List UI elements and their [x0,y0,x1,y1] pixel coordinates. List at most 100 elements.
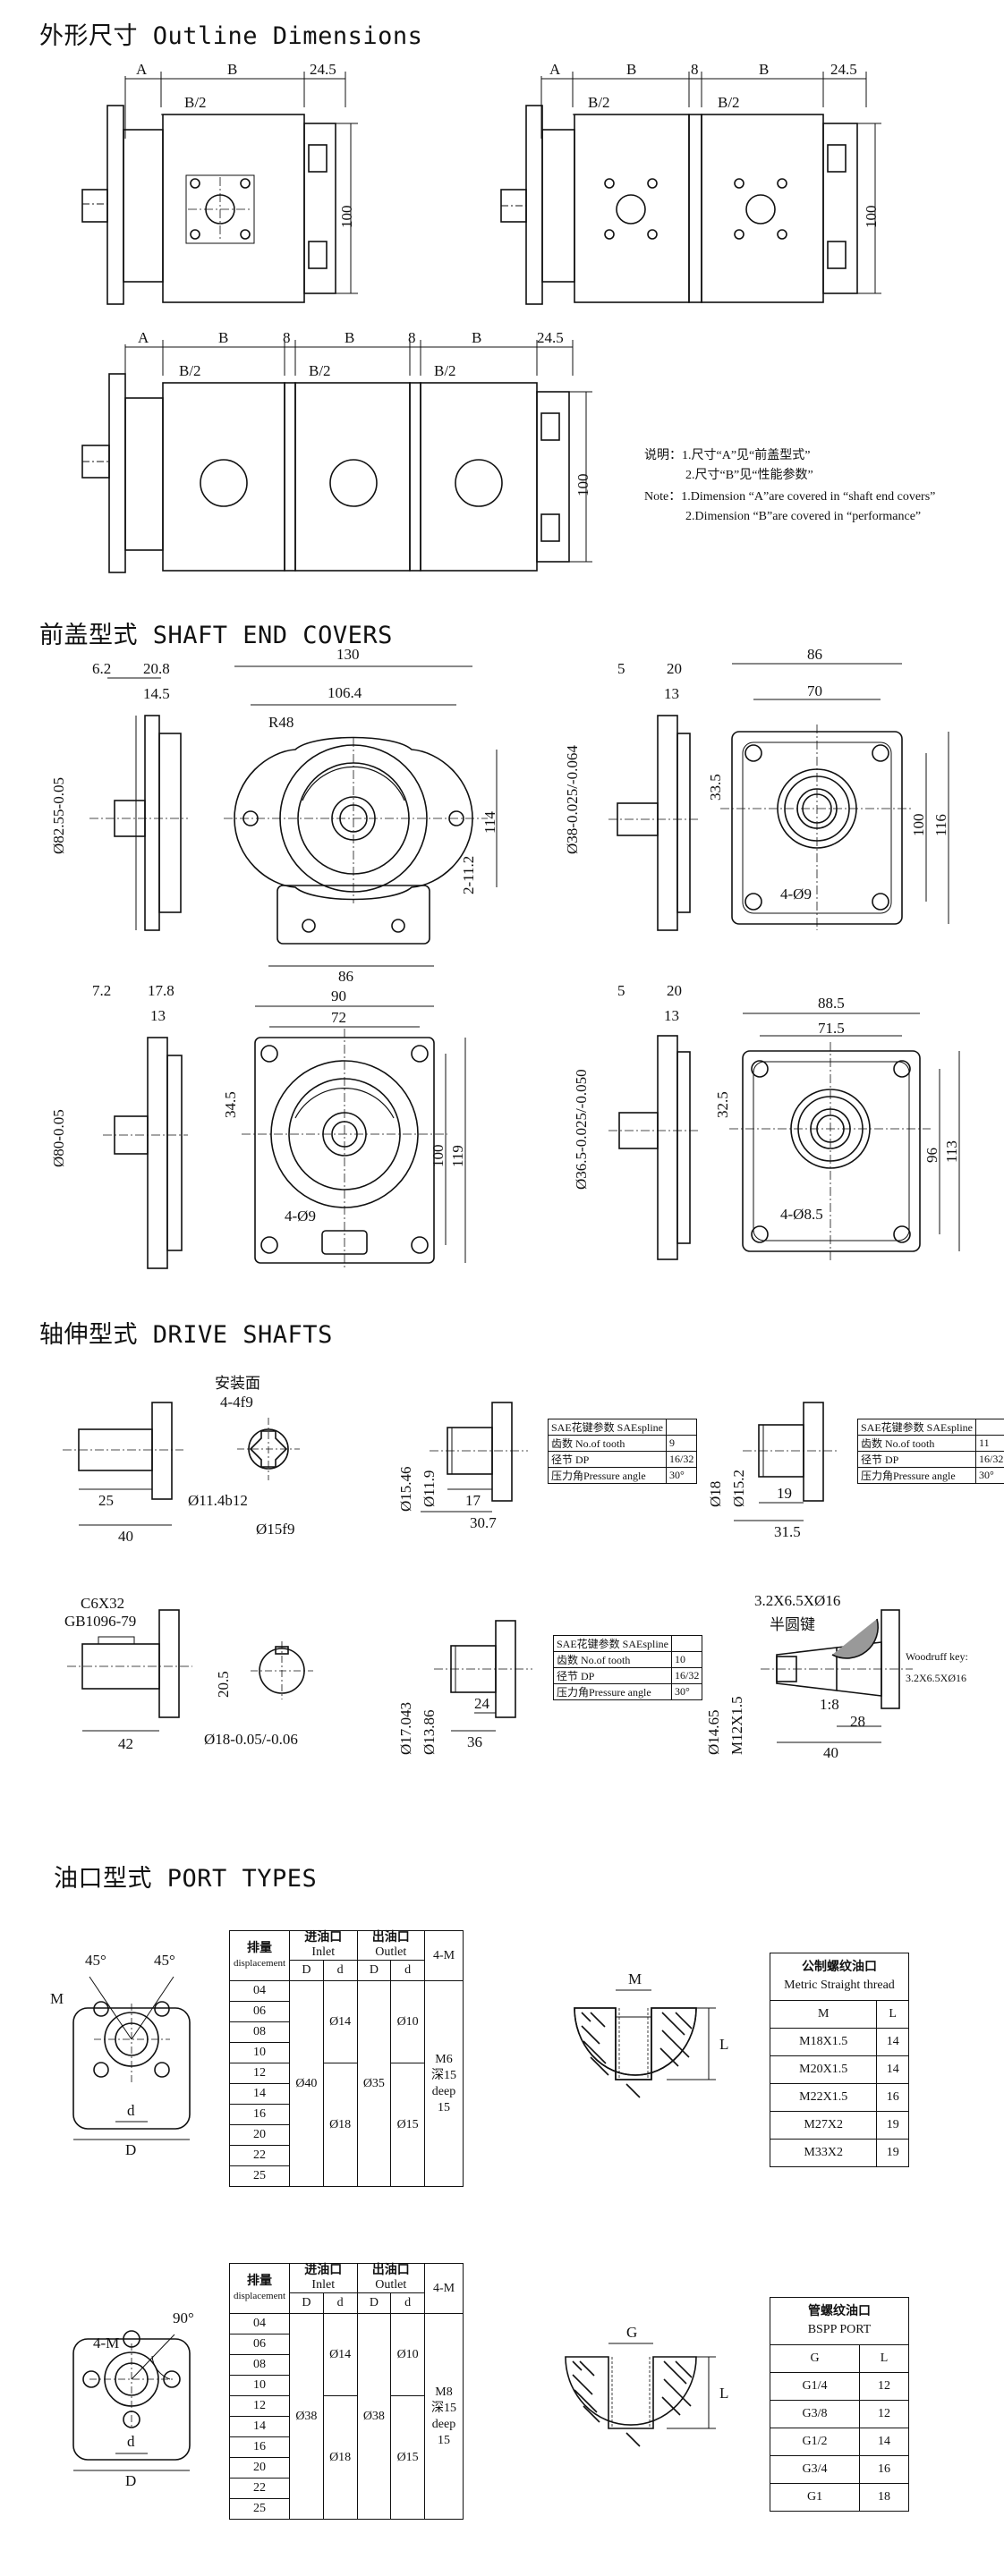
shaft5-spline-cell: SAE花键参数 SAEspline [552,1635,673,1652]
pt1-h-disp: 排量 [247,1941,272,1955]
shaft-6-drawing [761,1609,913,1743]
outline3-bh3-label: B/2 [434,362,456,379]
shaft3-spline-cell: 压力角Pressure angle [856,1467,977,1484]
shaft-3-drawing [734,1402,837,1521]
pt2-row: 20 [229,2457,290,2479]
pt2-h-out-en: Outlet [375,2278,407,2292]
shaft2-spline-cell: SAE花键参数 SAEspline [547,1419,668,1436]
shaft6-woodruff-label: Woodruff key: [906,1650,968,1663]
thread-port-2-section [565,2343,716,2447]
outline1-h-label: 100 [338,205,355,229]
pt1-row: 20 [229,2124,290,2146]
thread1-cell: M18X1.5 [769,2028,878,2056]
pt1-h-in-en: Inlet [311,1945,336,1959]
cover1-w: 130 [336,646,360,663]
cover4-off: 32.5 [714,1091,731,1118]
pt1-row: 12 [229,2063,290,2084]
shaft4-l: 42 [118,1735,133,1752]
outline2-b1-label: B [626,61,637,78]
shaft2-d2: Ø11.9 [421,1470,438,1507]
shaft2-spline-cell [666,1419,698,1436]
shaft6-key: 3.2X6.5XØ16 [754,1592,841,1609]
pt1-h-in: 进油口 [304,1931,343,1945]
shaft2-spline-cell: 30° [666,1467,698,1484]
shaft2-spline-cell: 9 [666,1435,698,1452]
pt1-h-disp-en: displacement [233,1957,286,1969]
shaft3-spline-cell: SAE花键参数 SAEspline [856,1419,977,1436]
outline-double-pump [500,72,881,305]
shaft-1-drawing [63,1402,300,1526]
shaft1-face: 安装面 [215,1375,260,1392]
outline-note-en2: 2.Dimension “B”are covered in “performan… [685,510,922,523]
thread1-cell: M27X2 [769,2111,878,2140]
outline1-a-label: A [136,61,148,78]
cover2-h2: 116 [932,814,949,836]
pt2-h-d: d [322,2292,358,2314]
pt2-h-m: 4-M [424,2263,464,2314]
outline3-s2-label: 8 [408,329,416,346]
thread2-cell: 12 [859,2372,909,2401]
pt2-out-d2: Ø15 [390,2395,425,2520]
cover-3-drawing [103,1005,466,1270]
shaft3-spline-cell: 齿数 No.of tooth [856,1435,977,1452]
shaft4-key: C6X32 [81,1595,125,1612]
cover2-d1: 5 [617,660,625,677]
cover4-d3: 13 [664,1007,679,1024]
shaft3-d1: Ø18 [707,1480,724,1507]
cover2-w2: 70 [807,682,822,699]
cover4-w: 88.5 [818,995,845,1012]
shaft2-l1: 17 [465,1492,481,1509]
thread1-cell: 19 [876,2139,909,2167]
thread1-title-cn: 公制螺纹油口 [802,1961,877,1974]
shaft-5-drawing [434,1620,532,1732]
pt1-out-d2: Ø15 [390,2063,425,2187]
outline2-bh1-label: B/2 [588,94,610,111]
cover3-off: 34.5 [222,1091,239,1118]
outline2-s-label: 8 [691,61,699,78]
shaft5-d1: Ø17.043 [397,1701,414,1755]
outline3-h-label: 100 [574,473,591,497]
shaft1-key: 4-4f9 [220,1394,253,1411]
shaft6-l2: 40 [823,1744,838,1761]
outline3-w-label: 24.5 [537,329,564,346]
cover3-h1: 100 [430,1144,447,1168]
cover3-d1: 7.2 [92,982,112,999]
thread-port-1-section [574,1989,716,2098]
pt2-row: 06 [229,2334,290,2355]
port1-d: d [127,2102,135,2119]
section-title-shafts: 轴伸型式 DRIVE SHAFTS [39,1321,333,1349]
shaft6-d2: M12X1.5 [728,1696,745,1755]
thread1-cell: 16 [876,2083,909,2112]
outline2-h-label: 100 [863,205,880,229]
cover4-w2: 71.5 [818,1020,845,1037]
cover3-holes: 4-Ø9 [285,1208,316,1224]
cover2-dia: Ø38-0.025/-0.064 [564,745,581,854]
shaft5-spline-cell: 16/32 [671,1667,703,1684]
pt1-row: 25 [229,2165,290,2187]
shaft4-d: Ø18-0.05/-0.06 [204,1731,298,1748]
thread2-cell: G3/4 [769,2455,861,2484]
pt2-row: 04 [229,2313,290,2334]
pt1-row: 04 [229,1980,290,2002]
thread1-cell: 14 [876,2055,909,2084]
pt1-h-out-en: Outlet [375,1945,407,1959]
shaft5-spline-cell: 10 [671,1651,703,1668]
port2-D: D [125,2472,137,2489]
pt2-row: 16 [229,2436,290,2458]
cover1-d2: 20.8 [143,660,170,677]
pt2-h-d2: d [390,2292,425,2314]
pt1-m4: 15 [438,2100,450,2114]
pt1-row: 06 [229,2001,290,2022]
pt2-in-d2: Ø18 [322,2395,358,2520]
shaft5-spline-cell [671,1635,703,1652]
shaft-2-drawing [421,1402,528,1513]
outline-note-cn1: 说明：1.尺寸“A”见“前盖型式” [644,449,811,462]
shaft3-spline-cell: 11 [975,1435,1004,1452]
shaft2-l2: 30.7 [470,1514,497,1531]
shaft2-spline-cell: 径节 DP [547,1451,668,1468]
port1-angle1: 45° [85,1952,106,1969]
outline-triple-pump [81,340,592,573]
cover1-d1: 6.2 [92,660,112,677]
